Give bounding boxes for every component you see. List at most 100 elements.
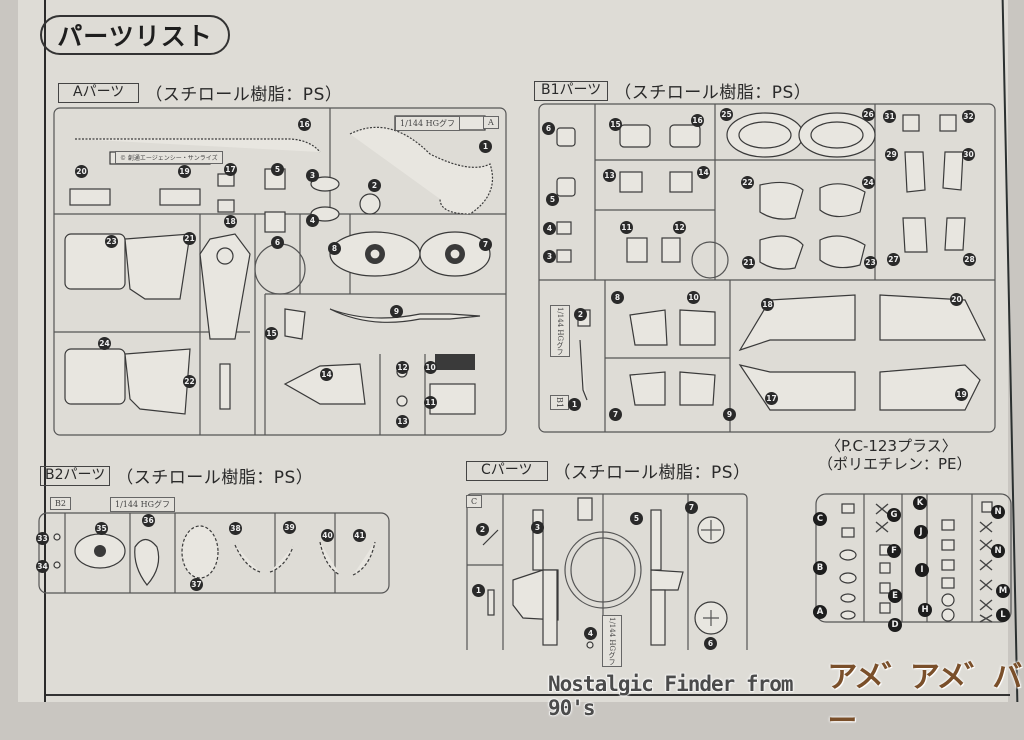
watermark-english: Nostalgic Finder from 90's (547, 672, 794, 721)
runner-c-label: 1/144 HGグフ (602, 615, 622, 668)
part-number-b1-2: 2 (574, 308, 587, 321)
part-number-a9: 9 (390, 305, 403, 318)
part-number-c7: 7 (685, 501, 698, 514)
section-b2-material: （スチロール樹脂：PS） (116, 468, 314, 488)
part-number-b1-25: 25 (720, 108, 733, 121)
part-number-b1-14: 14 (697, 166, 710, 179)
part-number-b1-11: 11 (620, 221, 633, 234)
part-number-b1-3: 3 (543, 250, 556, 263)
part-number-a21: 21 (183, 232, 196, 245)
parts-list-title: パーツリスト (40, 15, 230, 55)
part-number-b2-33: 33 (36, 532, 49, 545)
pc-label-m: M (996, 584, 1010, 598)
page-border-bottom (46, 694, 1010, 696)
pc-label-k: K (913, 496, 927, 510)
part-number-a1: 1 (479, 140, 492, 153)
part-number-b2-36: 36 (142, 514, 155, 527)
part-number-b1-12: 12 (673, 221, 686, 234)
part-number-a5: 5 (271, 163, 284, 176)
part-number-b1-4: 4 (543, 222, 556, 235)
copyright-notice: © 創通エージェンシー・サンライズ (115, 151, 223, 164)
pc-label-a: A (813, 605, 827, 619)
part-number-b1-27: 27 (887, 253, 900, 266)
pc-label-g: G (887, 508, 901, 522)
runner-pc-diagram (815, 493, 1012, 623)
part-number-a18: 18 (224, 215, 237, 228)
part-number-a3: 3 (306, 169, 319, 182)
site-watermark: Nostalgic Finder from 90's アメ゛アメ゛バー (547, 652, 1024, 740)
part-number-b1-9: 9 (723, 408, 736, 421)
part-number-a19: 19 (178, 165, 191, 178)
pc-label-n-upper: N (991, 505, 1005, 519)
part-number-b2-40: 40 (321, 529, 334, 542)
part-number-a2: 2 (368, 179, 381, 192)
part-number-b1-26: 26 (862, 108, 875, 121)
part-number-b1-29: 29 (885, 148, 898, 161)
part-number-b2-35: 35 (95, 522, 108, 535)
part-number-a11: 11 (424, 396, 437, 409)
part-number-b1-18: 18 (761, 298, 774, 311)
part-number-a7: 7 (479, 238, 492, 251)
part-number-b1-28: 28 (963, 253, 976, 266)
part-number-b2-38: 38 (229, 522, 242, 535)
pc-label-c: C (813, 512, 827, 526)
runner-b1-label: 1/144 HGグフ (550, 305, 570, 358)
part-number-b1-5: 5 (546, 193, 559, 206)
pc-label-n-lower: N (991, 544, 1005, 558)
part-number-b1-13: 13 (603, 169, 616, 182)
part-number-b1-16: 16 (691, 114, 704, 127)
part-number-c3: 3 (531, 521, 544, 534)
pc-label-b: B (813, 561, 827, 575)
section-a-tag: Aパーツ (58, 82, 140, 103)
part-number-b1-17: 17 (765, 392, 778, 405)
part-number-b1-32: 32 (962, 110, 975, 123)
part-number-c2: 2 (476, 523, 489, 536)
runner-b2-letter: B2 (50, 497, 71, 510)
section-b1-header: B1パーツ （スチロール樹脂：PS） (534, 78, 811, 103)
part-number-b1-6: 6 (542, 122, 555, 135)
runner-b2-label: 1/144 HGグフ (110, 497, 175, 512)
part-number-a4: 4 (306, 214, 319, 227)
part-number-c1: 1 (472, 584, 485, 597)
part-number-b1-21: 21 (742, 256, 755, 269)
runner-b1-diagram (538, 103, 996, 433)
pc-label-l: L (996, 608, 1010, 622)
part-number-b1-1: 1 (568, 398, 581, 411)
part-number-b1-20: 20 (950, 293, 963, 306)
part-number-a22: 22 (183, 375, 196, 388)
part-number-b2-34: 34 (36, 560, 49, 573)
part-number-b2-39: 39 (283, 521, 296, 534)
runner-c-letter: C (466, 495, 483, 508)
runner-b1-letter: B1 (550, 395, 569, 410)
part-number-a14: 14 (320, 368, 333, 381)
part-number-b1-22: 22 (741, 176, 754, 189)
section-c-tag: Cパーツ (466, 460, 548, 481)
part-number-a10: 10 (424, 361, 437, 374)
pc-label-d: D (888, 618, 902, 632)
part-number-b1-10: 10 (687, 291, 700, 304)
part-number-a13: 13 (396, 415, 409, 428)
part-number-b1-8: 8 (611, 291, 624, 304)
part-number-b1-19: 19 (955, 388, 968, 401)
part-number-a6: 6 (271, 236, 284, 249)
section-a-header: Aパーツ （スチロール樹脂：PS） (58, 80, 342, 105)
section-pc-header: 〈P.C-123プラス〉 （ポリエチレン：PE） (818, 437, 972, 473)
runner-c-diagram (466, 493, 748, 650)
part-number-a16: 16 (298, 118, 311, 131)
runner-a-diagram (53, 107, 507, 436)
section-b2-tag: B2パーツ (40, 465, 111, 486)
part-number-b2-37: 37 (190, 578, 203, 591)
runner-b2-diagram (38, 512, 390, 594)
part-number-b1-7: 7 (609, 408, 622, 421)
runner-a-label: 1/144 HGグフ (395, 116, 460, 131)
part-number-a24: 24 (98, 337, 111, 350)
section-a-material: （スチロール樹脂：PS） (145, 85, 343, 105)
part-number-b1-15: 15 (609, 118, 622, 131)
pc-label-h: H (918, 603, 932, 617)
part-number-b1-30: 30 (962, 148, 975, 161)
section-b1-tag: B1パーツ (534, 80, 609, 101)
section-b1-material: （スチロール樹脂：PS） (614, 83, 812, 103)
part-number-c6: 6 (704, 637, 717, 650)
section-pc-name: 〈P.C-123プラス〉 (826, 437, 957, 455)
pc-label-f: F (887, 544, 901, 558)
